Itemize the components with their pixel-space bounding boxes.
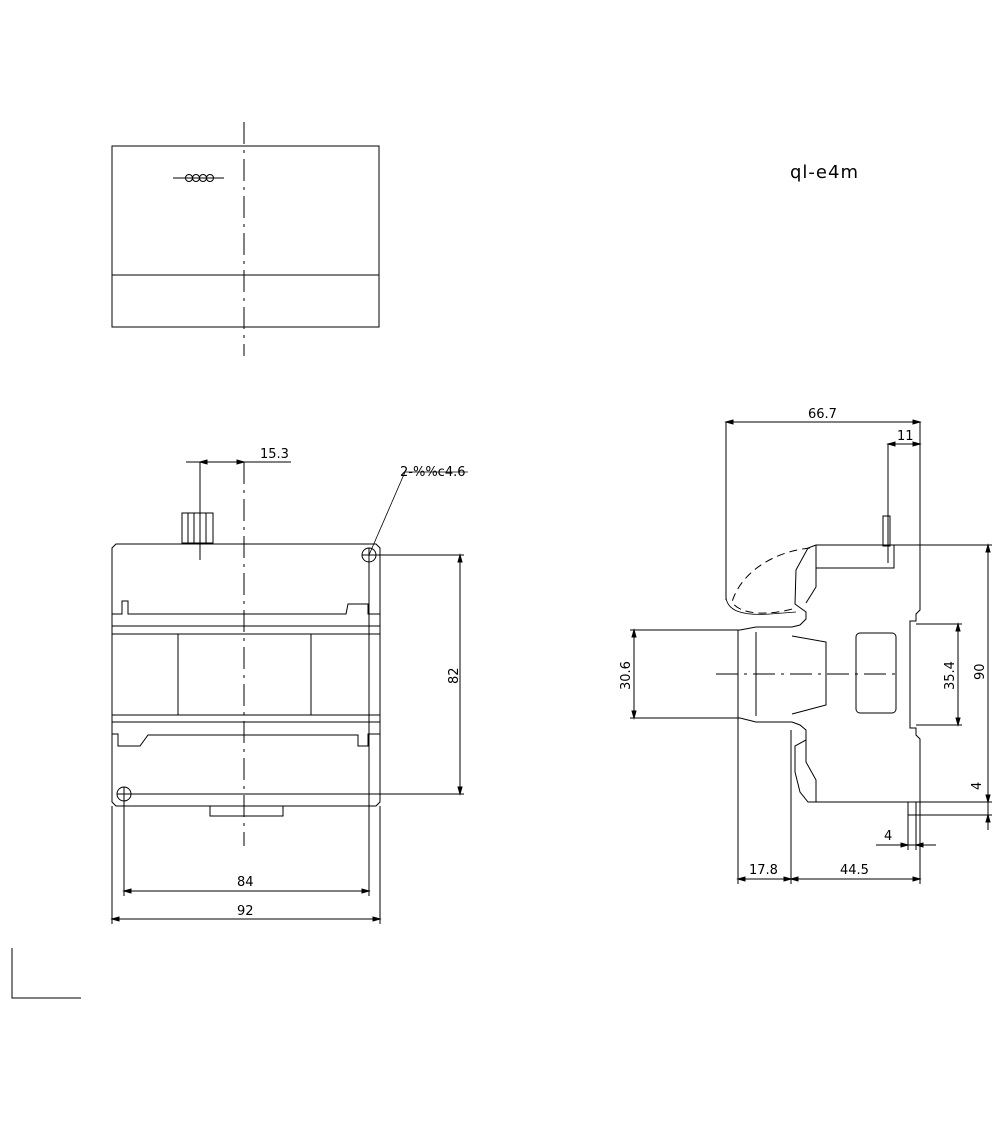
top-view bbox=[111, 122, 380, 356]
front-bottom-latch bbox=[209, 805, 284, 817]
dim-rail-step-label: 4 bbox=[884, 829, 892, 844]
dim-top-offset bbox=[886, 441, 922, 516]
side-rail-slot bbox=[855, 632, 897, 714]
side-front-hook-lower bbox=[739, 717, 816, 803]
dim-mount-height bbox=[630, 628, 740, 720]
drawing-title: ql-e4m bbox=[790, 162, 859, 183]
dim-hole-horizontal-label: 84 bbox=[237, 875, 254, 890]
dim-top-offset-label: 11 bbox=[897, 429, 914, 444]
dim-bottom-offset-label: 4 bbox=[970, 782, 985, 790]
side-view: 66.7 11 30.6 35.4 bbox=[619, 407, 992, 884]
top-view-outline bbox=[111, 145, 380, 328]
dim-bottom-offset bbox=[908, 802, 992, 830]
dim-overall-height-label: 90 bbox=[973, 663, 988, 680]
dim-overall-height bbox=[920, 543, 992, 804]
dim-overall-width bbox=[110, 806, 382, 924]
ucs-corner-marker bbox=[11, 948, 81, 999]
dim-hole-horizontal bbox=[122, 562, 371, 896]
dim-front-depth-label: 17.8 bbox=[749, 863, 778, 878]
hole-note-leader bbox=[368, 471, 406, 556]
hole-note-label: 2-%%c4.6 bbox=[400, 465, 466, 480]
dim-overall-depth-label: 66.7 bbox=[808, 407, 837, 422]
dim-rail-width-label: 35.4 bbox=[943, 661, 958, 690]
front-pins bbox=[181, 512, 214, 544]
front-upper-band bbox=[112, 600, 380, 615]
dim-front-rear-depth bbox=[736, 718, 922, 884]
dim-pin-offset-label: 15.3 bbox=[260, 447, 289, 462]
dim-rail-width bbox=[916, 622, 962, 727]
side-front-hook-upper bbox=[739, 544, 817, 631]
dim-pin-offset bbox=[186, 459, 291, 560]
side-swing-arc bbox=[731, 547, 811, 614]
front-body-outline bbox=[111, 543, 381, 807]
front-view: 15.3 2-%%c4.6 82 84 bbox=[110, 447, 468, 924]
dim-rear-depth-label: 44.5 bbox=[840, 863, 869, 878]
dim-hole-vertical-label: 82 bbox=[447, 667, 462, 684]
dim-hole-vertical bbox=[131, 553, 464, 796]
dim-mount-height-label: 30.6 bbox=[619, 661, 634, 690]
side-pin bbox=[882, 515, 891, 547]
side-body-outline bbox=[815, 544, 921, 803]
terminal-pins-symbol bbox=[173, 174, 224, 182]
dim-overall-depth bbox=[724, 419, 922, 600]
front-lower-band bbox=[112, 733, 380, 747]
dim-overall-width-label: 92 bbox=[237, 904, 254, 919]
